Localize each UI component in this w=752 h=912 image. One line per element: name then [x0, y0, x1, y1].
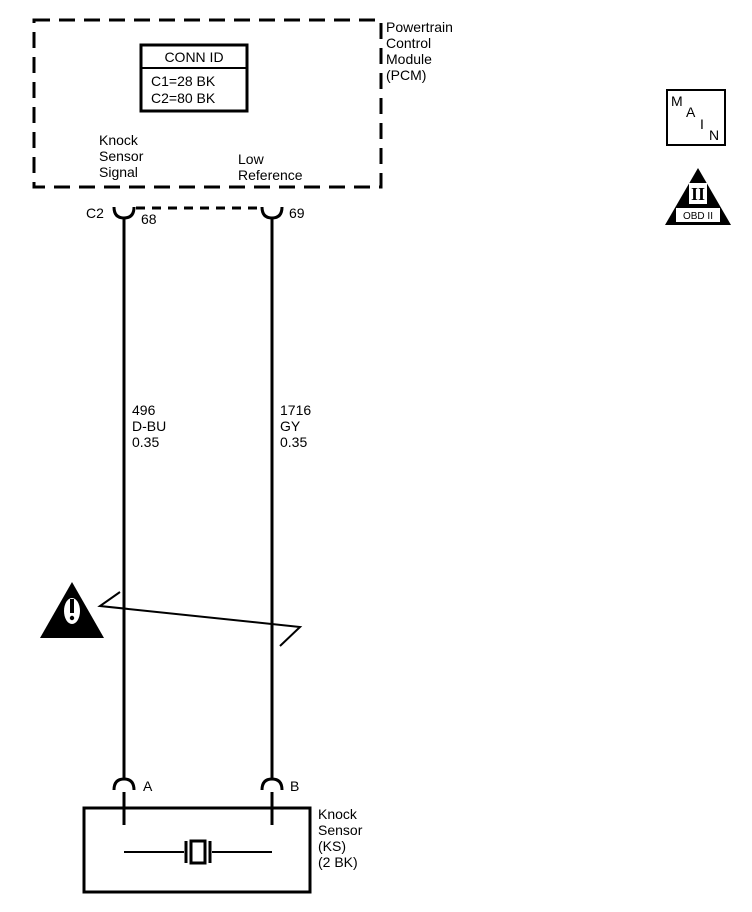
obd-ii-badge: II OBD II [665, 168, 731, 225]
svg-text:Sensor: Sensor [318, 822, 363, 838]
svg-text:Knock: Knock [99, 132, 139, 148]
obd-label: OBD II [683, 211, 713, 222]
main-letter: I [700, 116, 704, 132]
main-badge: M A I N [666, 89, 726, 146]
svg-text:Sensor: Sensor [99, 148, 144, 164]
module-name: Powertrain Control Module (PCM) [386, 19, 453, 83]
signal-pin-label: Knock Sensor Signal [99, 132, 144, 180]
pcm-module-box [32, 18, 383, 189]
wire-circuit: 496 [132, 402, 156, 418]
main-letter: N [709, 127, 719, 143]
terminal-label-a: A [143, 778, 153, 794]
svg-text:Low: Low [238, 151, 265, 167]
sensor-terminal-a [112, 777, 136, 791]
module-name-line: (PCM) [386, 67, 426, 83]
terminal-label-b: B [290, 778, 299, 794]
svg-text:Knock: Knock [318, 806, 358, 822]
conn-id-row: C1=28 BK [151, 73, 216, 89]
knock-sensor-box [82, 806, 312, 894]
conn-id-table: CONN ID C1=28 BK C2=80 BK [139, 43, 249, 113]
wire-color: D-BU [132, 418, 166, 434]
pcm-pin-68-terminal [112, 206, 136, 220]
wire-496-label: 496 D-BU 0.35 [132, 402, 166, 450]
pin-number-68: 68 [141, 211, 157, 227]
sensor-terminal-b [260, 777, 284, 791]
pcm-pin-69-terminal [260, 206, 284, 220]
piezo-element-symbol [124, 839, 272, 865]
reference-pin-label: Low Reference [238, 151, 303, 183]
module-name-line: Powertrain [386, 19, 453, 35]
wire-gauge: 0.35 [132, 434, 159, 450]
main-letter: A [686, 104, 696, 120]
module-name-line: Control [386, 35, 431, 51]
wire-color: GY [280, 418, 301, 434]
pin-number-69: 69 [289, 205, 305, 221]
svg-text:Reference: Reference [238, 167, 303, 183]
connector-label: C2 [86, 205, 104, 221]
conn-id-row: C2=80 BK [151, 90, 216, 106]
caution-exclamation-icon [40, 582, 104, 638]
svg-text:(KS): (KS) [318, 838, 346, 854]
module-name-line: Module [386, 51, 432, 67]
twisted-pair-symbol [97, 591, 303, 647]
sensor-name: Knock Sensor (KS) (2 BK) [318, 806, 363, 870]
svg-text:Signal: Signal [99, 164, 138, 180]
conn-id-title: CONN ID [164, 49, 223, 65]
wire-circuit: 1716 [280, 402, 311, 418]
svg-text:(2 BK): (2 BK) [318, 854, 358, 870]
main-letter: M [671, 93, 683, 109]
wire-1716-label: 1716 GY 0.35 [280, 402, 311, 450]
obd-numeral: II [691, 184, 705, 204]
wire-gauge: 0.35 [280, 434, 307, 450]
